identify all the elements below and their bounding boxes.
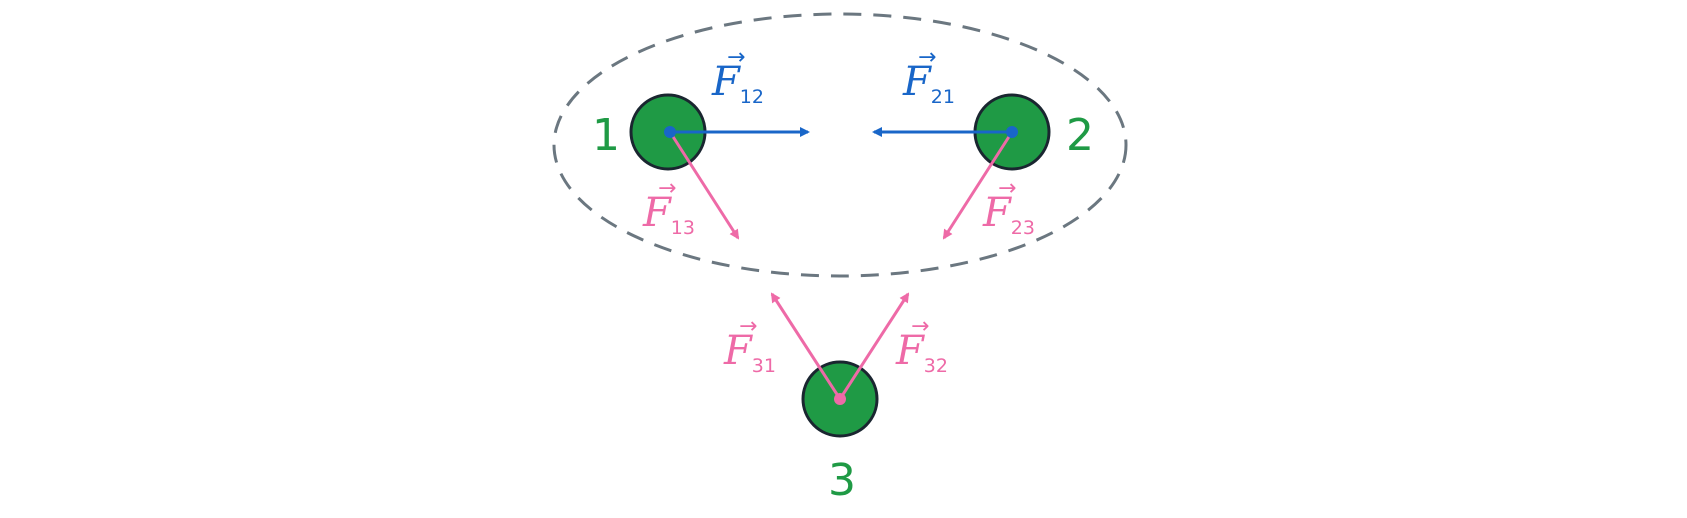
force-symbol: F [982, 190, 1012, 236]
force-arrow-F13 [668, 131, 740, 240]
force-arrow-F31 [770, 292, 842, 400]
vector-arrow: → [658, 176, 676, 201]
force-symbol: F [723, 328, 753, 374]
svg-text:F12: F12 [711, 59, 764, 108]
svg-text:F23: F23 [982, 190, 1035, 239]
force-symbol: F [895, 328, 925, 374]
force-subscript: 32 [924, 355, 948, 377]
force-label-F32: → F32 [895, 314, 948, 377]
force-origin-dot-3 [834, 393, 846, 405]
svg-text:F31: F31 [723, 328, 776, 377]
force-origin-dot-2 [1006, 126, 1018, 138]
particle-2-label: 2 [1066, 110, 1094, 161]
particle-3-label: 3 [828, 455, 856, 506]
force-subscript: 23 [1011, 217, 1035, 239]
force-origin-dot-1 [664, 126, 676, 138]
force-label-F31: → F31 [723, 314, 776, 377]
force-subscript: 21 [931, 86, 955, 108]
force-label-F13: → F13 [642, 176, 695, 239]
force-symbol: F [711, 59, 741, 105]
vector-arrow: → [739, 314, 757, 339]
force-subscript: 13 [671, 217, 695, 239]
svg-text:F32: F32 [895, 328, 948, 377]
force-label-F21: → F21 [902, 45, 955, 108]
force-arrow-F32 [838, 292, 910, 400]
force-label-F23: → F23 [982, 176, 1035, 239]
force-label-F12: → F12 [711, 45, 764, 108]
particle-1-label: 1 [592, 110, 620, 161]
vector-arrow: → [998, 176, 1016, 201]
force-symbol: F [642, 190, 672, 236]
force-subscript: 12 [740, 86, 764, 108]
force-symbol: F [902, 59, 932, 105]
force-subscript: 31 [752, 355, 776, 377]
system-boundary [552, 12, 1128, 278]
vector-arrow: → [918, 45, 936, 70]
svg-text:F13: F13 [642, 190, 695, 239]
vector-arrow: → [911, 314, 929, 339]
force-arrow-F23 [942, 131, 1014, 240]
svg-text:F21: F21 [902, 59, 955, 108]
vector-arrow: → [727, 45, 745, 70]
